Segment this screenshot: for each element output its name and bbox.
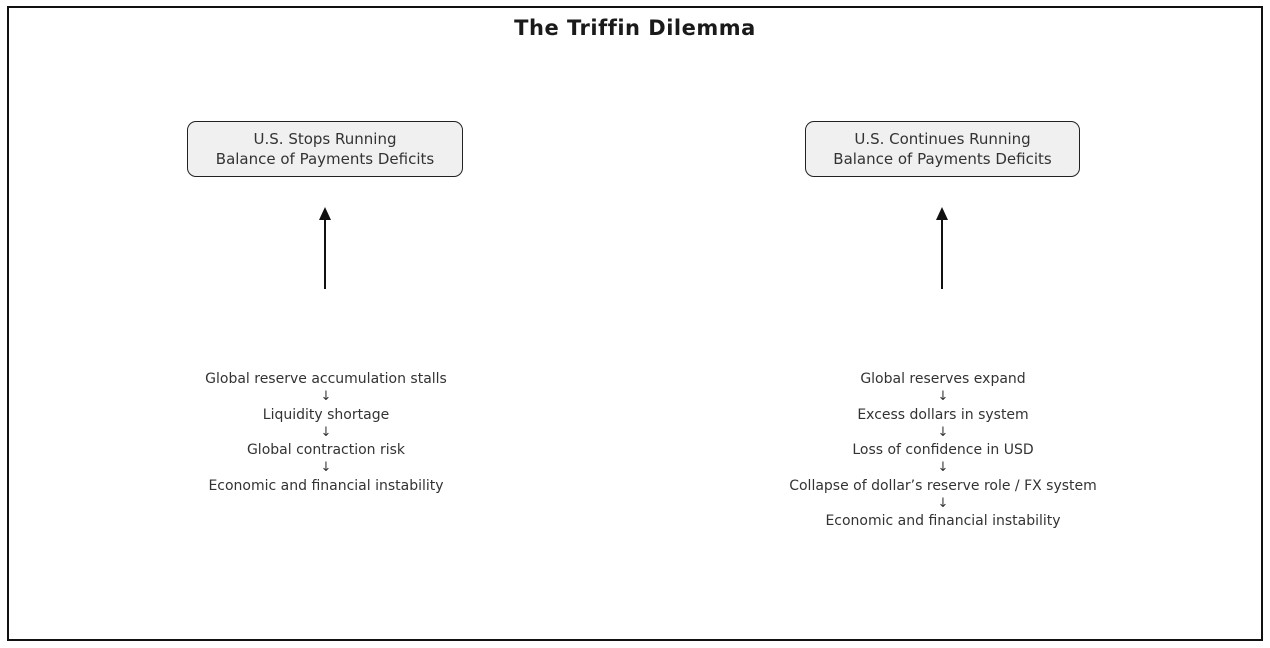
chain-step: Liquidity shortage bbox=[262, 406, 390, 423]
up-arrow-icon bbox=[936, 207, 948, 289]
up-arrow-icon bbox=[319, 207, 331, 289]
causal-chain-left: Global reserve accumulation stalls ↓ Liq… bbox=[76, 370, 576, 495]
diagram-border bbox=[7, 6, 1263, 641]
arrowhead-icon bbox=[936, 207, 948, 220]
page-title: The Triffin Dilemma bbox=[514, 16, 756, 40]
outcome-box-us-continues-deficits: U.S. Continues Running Balance of Paymen… bbox=[805, 121, 1080, 177]
chain-step: Global contraction risk bbox=[246, 442, 406, 458]
chain-step: Economic and financial instability bbox=[208, 477, 444, 494]
chain-step: Global reserves expand bbox=[860, 371, 1026, 387]
chain-step: Collapse of dollar’s reserve role / FX s… bbox=[789, 477, 1097, 494]
arrow-stem bbox=[941, 217, 943, 289]
outcome-box-line: U.S. Stops Running bbox=[253, 130, 397, 148]
down-arrow-icon: ↓ bbox=[937, 460, 949, 475]
chain-step: Economic and financial instability bbox=[825, 513, 1061, 529]
down-arrow-icon: ↓ bbox=[937, 389, 949, 404]
down-arrow-icon: ↓ bbox=[320, 460, 332, 475]
outcome-box-line: Balance of Payments Deficits bbox=[833, 150, 1052, 168]
outcome-box-line: U.S. Continues Running bbox=[854, 130, 1031, 148]
down-arrow-icon: ↓ bbox=[320, 389, 332, 404]
outcome-box-us-stops-deficits: U.S. Stops Running Balance of Payments D… bbox=[187, 121, 463, 177]
down-arrow-icon: ↓ bbox=[937, 424, 949, 440]
chain-step: Excess dollars in system bbox=[857, 406, 1029, 423]
arrowhead-icon bbox=[319, 207, 331, 220]
causal-chain-right: Global reserves expand ↓ Excess dollars … bbox=[693, 370, 1193, 530]
arrow-stem bbox=[324, 217, 326, 289]
down-arrow-icon: ↓ bbox=[320, 424, 332, 440]
outcome-box-line: Balance of Payments Deficits bbox=[215, 150, 435, 168]
down-arrow-icon: ↓ bbox=[937, 495, 949, 511]
chain-step: Global reserve accumulation stalls bbox=[205, 371, 447, 387]
chain-step: Loss of confidence in USD bbox=[852, 442, 1034, 458]
